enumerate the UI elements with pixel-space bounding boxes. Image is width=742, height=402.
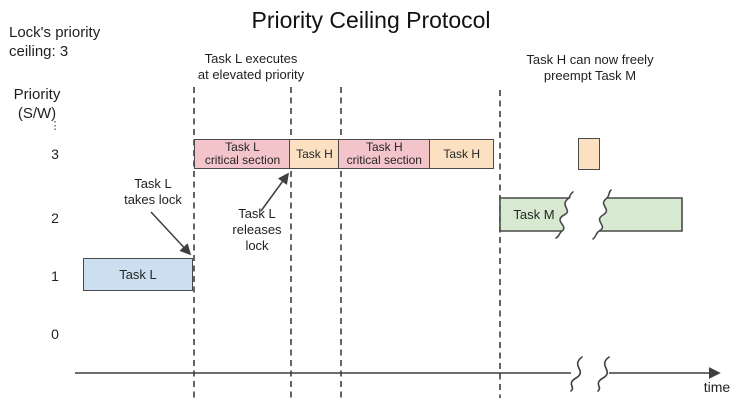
lock-ceiling-note: Lock's priority ceiling: 3 bbox=[9, 23, 100, 61]
task-m-bar bbox=[499, 189, 683, 240]
task-l-critical-label-line2: critical section bbox=[204, 153, 281, 167]
task-h-critical-label-line1: Task H bbox=[365, 140, 403, 154]
annotation-elevated-priority: Task L executes at elevated priority bbox=[171, 51, 331, 83]
y-tick-0: 0 bbox=[51, 326, 59, 342]
annotation-elevated-line2: at elevated priority bbox=[197, 67, 305, 82]
time-axis bbox=[75, 356, 721, 392]
lock-ceiling-note-line2: ceiling: 3 bbox=[9, 43, 69, 60]
takes-lock-arrow bbox=[150, 211, 192, 256]
task-m-bar-segment-2 bbox=[598, 197, 683, 232]
task-h-critical-section-segment: Task H critical section bbox=[337, 139, 431, 169]
y-axis-title: Priority (S/W) bbox=[6, 85, 68, 123]
task-l-critical-label-line1: Task L bbox=[225, 140, 260, 154]
task-m-bar-label: Task M bbox=[502, 198, 566, 231]
releases-lock-arrow bbox=[260, 172, 289, 212]
task-m-break-tail bbox=[555, 230, 563, 239]
annotation-preempt-line2: preempt Task M bbox=[543, 68, 637, 83]
annotation-takes-lock: Task L takes lock bbox=[103, 176, 203, 208]
task-m-label-text: Task M bbox=[513, 207, 555, 222]
annotation-preempt-line1: Task H can now freely bbox=[526, 52, 654, 67]
annotation-arrows bbox=[150, 172, 289, 256]
y-axis-title-line1: Priority bbox=[13, 86, 61, 103]
task-h-segment-1-label: Task H bbox=[296, 146, 333, 161]
annotation-preempt: Task H can now freely preempt Task M bbox=[510, 52, 670, 84]
priority-3-bar: Task L critical section Task H Task H cr… bbox=[194, 139, 495, 169]
diagram-title: Priority Ceiling Protocol bbox=[251, 7, 491, 33]
task-l-bar-label: Task L bbox=[119, 267, 157, 282]
annotation-releases-lock-line2: releases bbox=[232, 222, 282, 237]
task-l-bar: Task L bbox=[83, 258, 193, 291]
task-m-break-tail bbox=[568, 191, 574, 199]
y-tick-1: 1 bbox=[51, 268, 59, 284]
annotation-takes-lock-line2: takes lock bbox=[124, 192, 182, 207]
dashed-event-lines bbox=[193, 87, 501, 398]
lock-ceiling-note-line1: Lock's priority bbox=[9, 24, 101, 41]
annotation-releases-lock-line1: Task L bbox=[238, 206, 276, 221]
y-tick-3: 3 bbox=[51, 146, 59, 162]
task-h-segment-2: Task H bbox=[429, 139, 495, 169]
task-h-segment-2-label: Task H bbox=[443, 146, 481, 161]
axis-break-squiggle-left bbox=[570, 356, 583, 392]
task-l-critical-section-segment: Task L critical section bbox=[194, 139, 291, 169]
task-m-bar-segment-1 bbox=[499, 197, 572, 232]
x-axis-time-label: time bbox=[703, 379, 731, 395]
axis-break-squiggle-right bbox=[597, 356, 610, 392]
annotation-releases-lock: Task L releases lock bbox=[207, 206, 307, 254]
task-h-segment-1: Task H bbox=[289, 139, 340, 169]
task-m-break-tail bbox=[606, 189, 612, 199]
annotation-releases-lock-line3: lock bbox=[245, 238, 269, 253]
y-axis-title-line2: (S/W) bbox=[17, 105, 57, 122]
task-h-preempt-block bbox=[578, 138, 600, 170]
y-tick-2: 2 bbox=[51, 210, 59, 226]
task-h-critical-label-line2: critical section bbox=[346, 153, 422, 167]
y-axis-ellipsis: ⋮ bbox=[49, 120, 61, 132]
annotation-elevated-line1: Task L executes bbox=[204, 51, 298, 66]
annotation-takes-lock-line1: Task L bbox=[134, 176, 172, 191]
task-m-break-tail bbox=[592, 230, 600, 240]
